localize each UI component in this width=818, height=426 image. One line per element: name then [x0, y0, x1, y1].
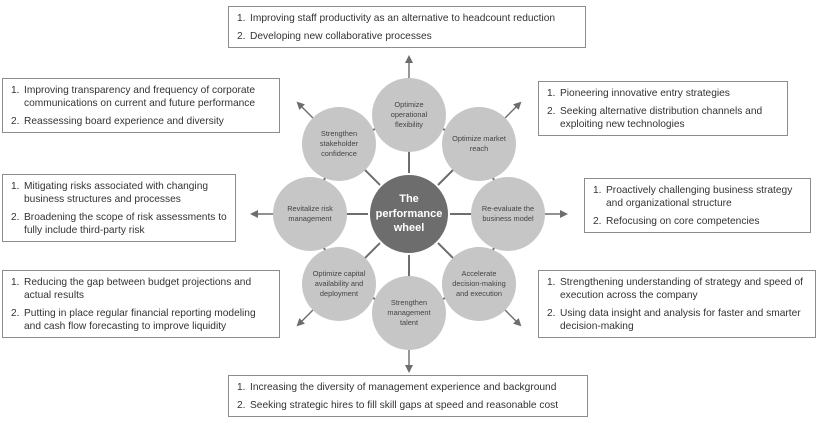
node-circle-6: [273, 177, 347, 251]
node-management-talent: Strengthen management talent: [372, 276, 446, 350]
list-item: 2.Refocusing on core competencies: [593, 216, 760, 227]
list-item: 1.Pioneering innovative entry strategies: [547, 88, 730, 99]
arrow-1: [504, 101, 522, 119]
list-item: 2.Developing new collaborative processes: [237, 31, 432, 42]
center-circle: [368, 173, 450, 255]
arrow-3: [504, 309, 522, 327]
node-circle-0: [372, 78, 446, 152]
box-bottom-right: 1.Strengthening understanding of strateg…: [538, 270, 816, 338]
list-item: 2.Putting in place regular financial rep…: [11, 308, 256, 332]
node-capital: Optimize capital availability and deploy…: [302, 247, 376, 321]
node-business-model: Re-evaluate the business model: [471, 177, 545, 251]
list-item: 1.Mitigating risks associated with chang…: [11, 181, 209, 205]
node-label: Accelerate decision-making and execution: [452, 269, 506, 298]
node-circle-3: [442, 247, 517, 322]
list-item: 1.Improving staff productivity as an alt…: [237, 13, 556, 24]
outer-arrows: [250, 55, 568, 373]
node-risk-management: Revitalize risk management: [273, 177, 347, 251]
node-circle-2: [471, 177, 545, 251]
node-label: Optimize operational flexibility: [390, 100, 428, 129]
node-decision-making: Accelerate decision-making and execution: [442, 247, 516, 321]
list-item: 2.Seeking alternative distribution chann…: [547, 106, 763, 130]
node-label: Re-evaluate the business model: [481, 204, 535, 223]
node-circle-7: [301, 106, 376, 181]
list-item: 1.Improving transparency and frequency o…: [11, 85, 256, 109]
node-label: Optimize market reach: [452, 133, 506, 153]
node-label: Optimize capital availability and deploy…: [312, 269, 366, 298]
node-market-reach: Optimize market reach: [442, 107, 516, 181]
node-label: Revitalize risk management: [287, 204, 333, 223]
list-item: 1.Strengthening understanding of strateg…: [547, 277, 803, 301]
list-item: 1.Reducing the gap between budget projec…: [11, 277, 252, 301]
box-bottom-left: 1.Reducing the gap between budget projec…: [2, 270, 280, 338]
box-top-left: 1.Improving transparency and frequency o…: [2, 78, 280, 133]
arrow-5: [296, 309, 314, 327]
arrow-7: [296, 101, 314, 119]
node-circle-4: [372, 276, 446, 350]
node-circle-5: [301, 247, 376, 322]
list-item: 2.Seeking strategic hires to fill skill …: [237, 400, 559, 411]
list-item: 2.Using data insight and analysis for fa…: [547, 308, 801, 332]
node-label: Strengthen management talent: [387, 298, 431, 327]
box-top: 1.Improving staff productivity as an alt…: [228, 6, 586, 48]
list-item: 1.Proactively challenging business strat…: [593, 185, 793, 209]
box-bottom: 1.Increasing the diversity of management…: [228, 375, 588, 417]
list-item: 1.Increasing the diversity of management…: [237, 382, 557, 393]
list-item: 2.Broadening the scope of risk assessmen…: [11, 212, 227, 236]
node-operational-flexibility: Optimize operational flexibility: [372, 78, 446, 152]
node-circle-1: [442, 106, 517, 181]
node-stakeholder-confidence: Strengthen stakeholder confidence: [302, 107, 376, 181]
list-item: 2.Reassessing board experience and diver…: [11, 116, 224, 127]
box-right: 1.Proactively challenging business strat…: [584, 178, 811, 233]
center-label: The performance wheel: [369, 174, 449, 254]
center-label-text: The performance wheel: [375, 193, 443, 235]
node-label: Strengthen stakeholder confidence: [319, 128, 359, 158]
wheel-nodes: [273, 78, 545, 350]
box-top-right: 1.Pioneering innovative entry strategies…: [538, 81, 788, 136]
box-left: 1.Mitigating risks associated with chang…: [2, 174, 236, 242]
